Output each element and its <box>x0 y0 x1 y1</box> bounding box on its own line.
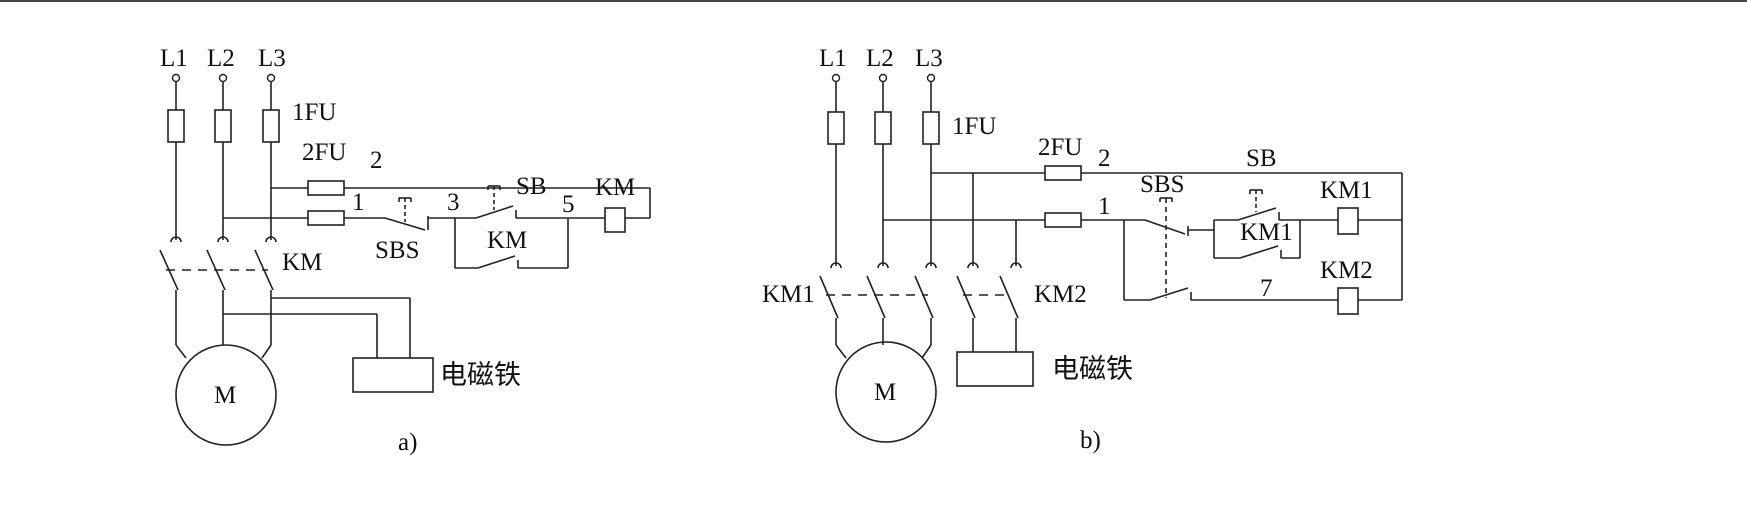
b-motor-label: M <box>874 379 896 406</box>
b-terminal-l1 <box>831 73 841 83</box>
top-border-line <box>0 0 1747 2</box>
a-label-wire-1: 1 <box>352 189 365 216</box>
b-label-km2-main: KM2 <box>1034 281 1087 308</box>
b-terminal-l3 <box>926 73 936 83</box>
b-label-l2: L2 <box>866 45 894 72</box>
a-label-sb: SB <box>516 173 547 200</box>
a-label-1fu: 1FU <box>292 99 336 126</box>
a-fuse-2fu <box>307 180 345 196</box>
b-coil-km1 <box>1337 207 1359 235</box>
b-fuse-l2 <box>874 111 892 145</box>
b-label-electromagnet: 电磁铁 <box>1052 354 1133 385</box>
b-caption: b) <box>1080 427 1101 454</box>
a-label-l2: L2 <box>207 45 235 72</box>
b-label-sbs: SBS <box>1140 171 1184 198</box>
a-motor-label: M <box>214 382 236 409</box>
b-label-sb: SB <box>1246 145 1277 172</box>
b-label-wire-2: 2 <box>1098 145 1111 172</box>
b-label-wire-7: 7 <box>1260 275 1273 302</box>
a-label-electromagnet: 电磁铁 <box>440 360 521 391</box>
b-label-wire-1: 1 <box>1098 193 1111 220</box>
a-motor <box>175 344 277 446</box>
a-fuse-l1 <box>167 109 185 143</box>
diagram-a: L1 L2 L3 1FU 2FU 2 1 SBS <box>159 45 651 456</box>
b-fuse-l3 <box>922 111 940 145</box>
a-electromagnet <box>352 357 434 393</box>
a-label-sbs: SBS <box>375 237 419 264</box>
b-fuse-l1 <box>827 111 845 145</box>
b-motor <box>835 341 937 443</box>
a-label-wire-3: 3 <box>447 189 460 216</box>
a-label-wire-5: 5 <box>562 191 575 218</box>
b-label-km2-coil: KM2 <box>1320 257 1373 284</box>
a-coil-km <box>604 207 626 233</box>
a-label-km-main: KM <box>282 249 322 276</box>
a-terminal-l1 <box>171 73 181 83</box>
b-label-km1-main: KM1 <box>762 281 815 308</box>
a-terminal-l2 <box>218 73 228 83</box>
a-label-l1: L1 <box>160 45 188 72</box>
b-label-km1-aux: KM1 <box>1240 219 1293 246</box>
b-label-km1-coil: KM1 <box>1320 177 1373 204</box>
b-coil-km2 <box>1337 287 1359 315</box>
a-fuse-ctrl <box>307 210 345 226</box>
a-terminal-l3 <box>266 73 276 83</box>
a-label-2fu: 2FU <box>302 139 346 166</box>
a-label-km-aux: KM <box>487 227 527 254</box>
diagram-b: L1 L2 L3 1FU 2FU 2 SB 1 <box>762 45 1403 454</box>
a-caption: a) <box>398 429 417 456</box>
b-terminal-l2 <box>878 73 888 83</box>
a-label-l3: L3 <box>258 45 286 72</box>
a-label-km-coil: KM <box>595 174 635 201</box>
b-fuse-ctrl <box>1044 212 1082 228</box>
b-label-2fu: 2FU <box>1038 134 1082 161</box>
a-fuse-l3 <box>262 109 280 143</box>
b-label-l1: L1 <box>819 45 847 72</box>
a-label-wire-2: 2 <box>370 147 383 174</box>
b-label-1fu: 1FU <box>952 113 996 140</box>
a-fuse-l2 <box>214 109 232 143</box>
b-electromagnet <box>956 351 1034 387</box>
b-label-l3: L3 <box>915 45 943 72</box>
b-fuse-2fu <box>1044 165 1082 181</box>
